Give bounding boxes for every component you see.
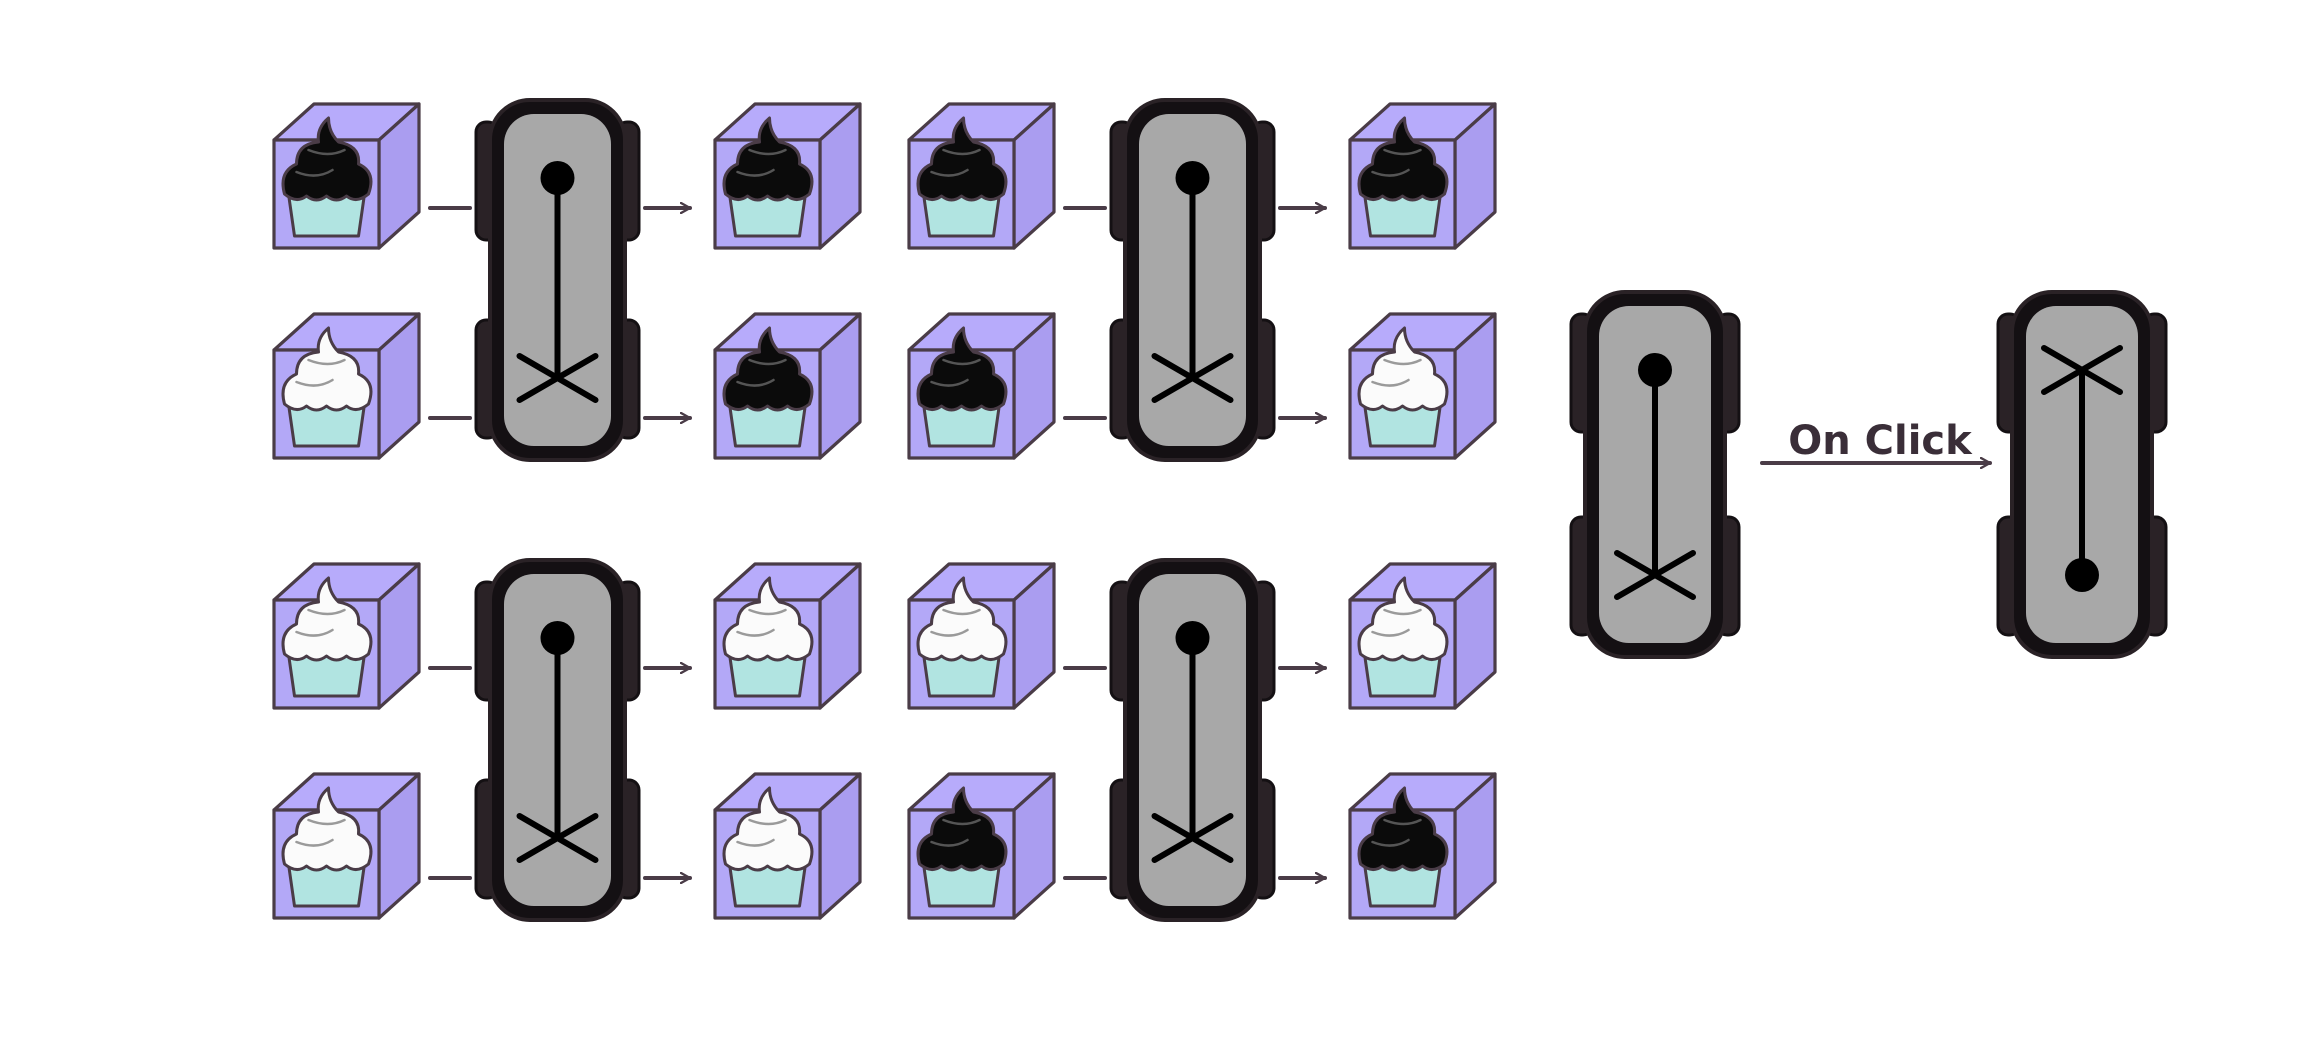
control-dot-icon	[1175, 621, 1210, 655]
light-cupcake-icon	[1357, 576, 1449, 698]
frosting	[916, 576, 1008, 662]
frosting	[916, 786, 1008, 872]
control-dot-icon	[1638, 353, 1672, 387]
frosting-swirl	[295, 358, 346, 387]
frosting-swirl	[1371, 148, 1422, 177]
control-dot-icon	[1175, 161, 1210, 195]
frosting-swirl	[736, 358, 787, 387]
frosting-swirl	[930, 358, 981, 387]
input-box-1	[272, 562, 421, 710]
input-box-1	[907, 102, 1056, 250]
control-dot-icon	[2065, 558, 2099, 592]
input-box-2	[907, 772, 1056, 920]
light-cupcake-icon	[1357, 326, 1449, 448]
input-box-1	[272, 102, 421, 250]
dark-cupcake-icon	[722, 326, 814, 448]
gate	[1996, 290, 2168, 659]
target-cross-icon	[2041, 345, 2123, 395]
frosting	[722, 576, 814, 662]
frosting-swirl	[930, 608, 981, 637]
frosting	[281, 326, 373, 412]
control-dot-icon	[540, 621, 575, 655]
frosting-swirl	[736, 818, 787, 847]
dark-cupcake-icon	[1357, 116, 1449, 238]
frosting	[1357, 786, 1449, 872]
dark-cupcake-icon	[1357, 786, 1449, 908]
output-box-1	[1348, 102, 1497, 250]
frosting	[722, 786, 814, 872]
gate-panels	[272, 98, 1497, 922]
target-cross-icon	[516, 813, 599, 863]
light-cupcake-icon	[916, 576, 1008, 698]
gate	[474, 98, 641, 462]
gate	[1109, 558, 1276, 922]
gate-panel-4	[907, 558, 1497, 922]
frosting	[916, 116, 1008, 202]
target-cross-icon	[1151, 353, 1234, 403]
gate	[1109, 98, 1276, 462]
on-click-label: On Click	[1788, 418, 1973, 464]
frosting-swirl	[930, 818, 981, 847]
frosting	[1357, 576, 1449, 662]
gate-panel-2	[907, 98, 1497, 462]
frosting-swirl	[295, 608, 346, 637]
gate	[1569, 290, 1741, 659]
gate-after-click	[1996, 290, 2168, 659]
gate-panel-1	[272, 98, 862, 462]
target-cross-icon	[1151, 813, 1234, 863]
frosting	[916, 326, 1008, 412]
input-box-2	[907, 312, 1056, 460]
light-cupcake-icon	[722, 576, 814, 698]
gate-before-click	[1569, 290, 1741, 659]
on-click-transition: On Click	[1569, 290, 2168, 659]
output-box-2	[1348, 312, 1497, 460]
output-box-2	[1348, 772, 1497, 920]
light-cupcake-icon	[722, 786, 814, 908]
output-box-1	[1348, 562, 1497, 710]
frosting	[281, 116, 373, 202]
input-box-2	[272, 772, 421, 920]
frosting-swirl	[736, 608, 787, 637]
gate	[474, 558, 641, 922]
light-cupcake-icon	[281, 326, 373, 448]
frosting	[281, 786, 373, 872]
control-dot-icon	[540, 161, 575, 195]
light-cupcake-icon	[281, 786, 373, 908]
light-cupcake-icon	[281, 576, 373, 698]
frosting	[722, 116, 814, 202]
frosting-swirl	[930, 148, 981, 177]
dark-cupcake-icon	[722, 116, 814, 238]
output-box-1	[713, 562, 862, 710]
output-box-1	[713, 102, 862, 250]
output-box-2	[713, 312, 862, 460]
frosting-swirl	[1371, 818, 1422, 847]
frosting-swirl	[1371, 358, 1422, 387]
frosting	[281, 576, 373, 662]
target-cross-icon	[1614, 550, 1696, 600]
target-cross-icon	[516, 353, 599, 403]
frosting	[1357, 116, 1449, 202]
frosting	[1357, 326, 1449, 412]
frosting-swirl	[1371, 608, 1422, 637]
gate-panel-3	[272, 558, 862, 922]
dark-cupcake-icon	[281, 116, 373, 238]
frosting-swirl	[295, 148, 346, 177]
input-box-1	[907, 562, 1056, 710]
frosting-swirl	[736, 148, 787, 177]
dark-cupcake-icon	[916, 116, 1008, 238]
dark-cupcake-icon	[916, 326, 1008, 448]
frosting	[722, 326, 814, 412]
dark-cupcake-icon	[916, 786, 1008, 908]
input-box-2	[272, 312, 421, 460]
frosting-swirl	[295, 818, 346, 847]
output-box-2	[713, 772, 862, 920]
